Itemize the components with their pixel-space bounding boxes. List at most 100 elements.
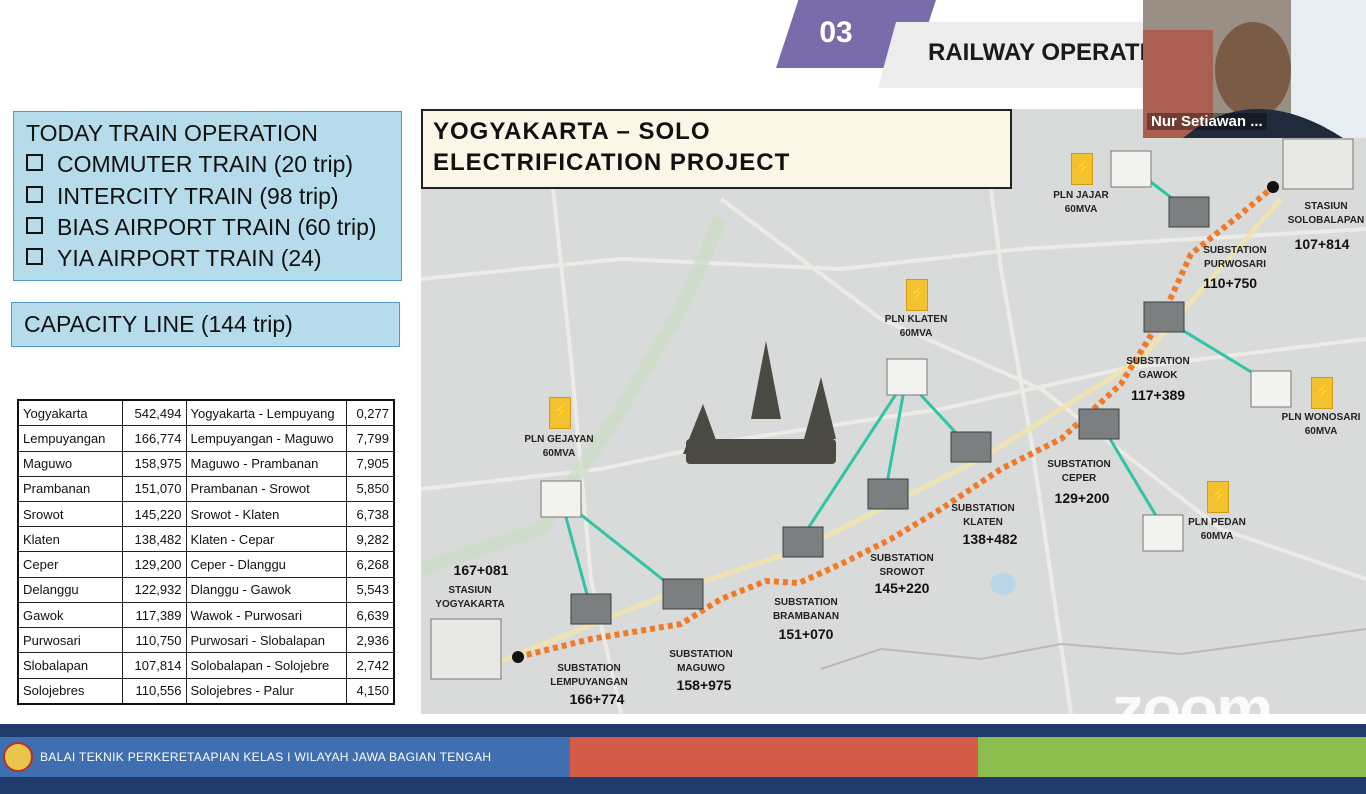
today-operation-box: [13, 111, 402, 281]
table-cell-dist: 6,639: [345, 601, 395, 629]
table-cell-dist: 6,268: [345, 551, 395, 578]
participant-name-label: Nur Setiawan ...: [1147, 113, 1267, 130]
table-cell-segment: Yogyakarta - Lempuyang: [185, 399, 347, 427]
table-cell-dist: 2,936: [345, 627, 395, 654]
station-solobalapan-km: 107+814: [1294, 236, 1350, 252]
table-cell-dist: 7,799: [345, 425, 395, 452]
table-cell-km: 158,975: [121, 450, 187, 477]
table-cell-km: 110,556: [121, 677, 187, 705]
operation-item: COMMUTER TRAIN (20 trip): [26, 151, 353, 178]
checkbox-icon: [26, 217, 43, 234]
table-cell-dist: 6,738: [345, 500, 395, 528]
map-title-line1: YOGYAKARTA – SOLO: [433, 118, 711, 145]
table-cell-dist: 9,282: [345, 526, 395, 553]
table-cell-segment: Prambanan - Srowot: [185, 475, 347, 502]
footer-blue-segment: [0, 737, 570, 777]
substation-ceper-km: 129+200: [1054, 490, 1110, 506]
table-cell-dist: 5,543: [345, 576, 395, 603]
table-cell-dist: 2,742: [345, 652, 395, 679]
participant-video[interactable]: [1143, 0, 1366, 138]
table-cell-km: 542,494: [121, 399, 187, 427]
table-cell-station: Purwosari: [17, 627, 123, 654]
substation-brambanan-km: 151+070: [778, 626, 834, 642]
table-cell-segment: Wawok - Purwosari: [185, 601, 347, 629]
table-cell-km: 166,774: [121, 425, 187, 452]
operation-item: INTERCITY TRAIN (98 trip): [26, 183, 339, 210]
route-map-graphic: [421, 109, 1366, 714]
capacity-line-box: [11, 302, 400, 347]
capacity-line-label: CAPACITY LINE (144 trip): [24, 311, 293, 337]
map-title-box: [421, 109, 1012, 189]
table-cell-station: Slobalapan: [17, 652, 123, 679]
pln-logo-icon: [549, 397, 571, 429]
table-cell-km: 110,750: [121, 627, 187, 654]
table-cell-km: 138,482: [121, 526, 187, 553]
operation-item: BIAS AIRPORT TRAIN (60 trip): [26, 214, 377, 241]
table-cell-station: Gawok: [17, 601, 123, 629]
substation-gawok-km: 117+389: [1130, 387, 1186, 403]
operation-item: YIA AIRPORT TRAIN (24): [26, 245, 322, 272]
table-cell-station: Maguwo: [17, 450, 123, 477]
table-cell-station: Yogyakarta: [17, 399, 123, 427]
substation-purwosari-km: 110+750: [1202, 275, 1258, 291]
substation-lempuyangan-km: 166+774: [569, 691, 625, 707]
table-cell-station: Srowot: [17, 500, 123, 528]
table-cell-station: Prambanan: [17, 475, 123, 502]
table-cell-km: 145,220: [121, 500, 187, 528]
table-cell-station: Delanggu: [17, 576, 123, 603]
checkbox-icon: [26, 154, 43, 171]
table-cell-segment: Purwosari - Slobalapan: [185, 627, 347, 654]
checkbox-icon: [26, 186, 43, 203]
station-yogyakarta-km: 167+081: [453, 562, 509, 578]
table-cell-km: 151,070: [121, 475, 187, 502]
map-title-line2: ELECTRIFICATION PROJECT: [433, 149, 791, 176]
table-cell-segment: Klaten - Cepar: [185, 526, 347, 553]
checkbox-icon: [26, 248, 43, 265]
table-cell-segment: Srowot - Klaten: [185, 500, 347, 528]
pln-logo-icon: [1311, 377, 1333, 409]
table-cell-km: 107,814: [121, 652, 187, 679]
slide-title: RAILWAY OPERATI: [928, 39, 1147, 66]
table-cell-station: Klaten: [17, 526, 123, 553]
table-cell-segment: Ceper - Dlanggu: [185, 551, 347, 578]
table-cell-segment: Solojebres - Palur: [185, 677, 347, 705]
participant-video-frame: [1143, 0, 1366, 138]
pln-logo-icon: [906, 279, 928, 311]
table-cell-segment: Solobalapan - Solojebre: [185, 652, 347, 679]
footer-green-segment: [978, 737, 1366, 777]
table-cell-km: 117,389: [121, 601, 187, 629]
table-cell-dist: 4,150: [345, 677, 395, 705]
pln-logo-icon: [1071, 153, 1093, 185]
table-cell-station: Solojebres: [17, 677, 123, 705]
title-banner: [878, 22, 1178, 88]
section-number: 03: [819, 16, 853, 49]
table-cell-station: Lempuyangan: [17, 425, 123, 452]
substation-klaten-km: 138+482: [962, 531, 1018, 547]
table-cell-segment: Maguwo - Prambanan: [185, 450, 347, 477]
route-map: [421, 109, 1366, 714]
table-cell-dist: 7,905: [345, 450, 395, 477]
